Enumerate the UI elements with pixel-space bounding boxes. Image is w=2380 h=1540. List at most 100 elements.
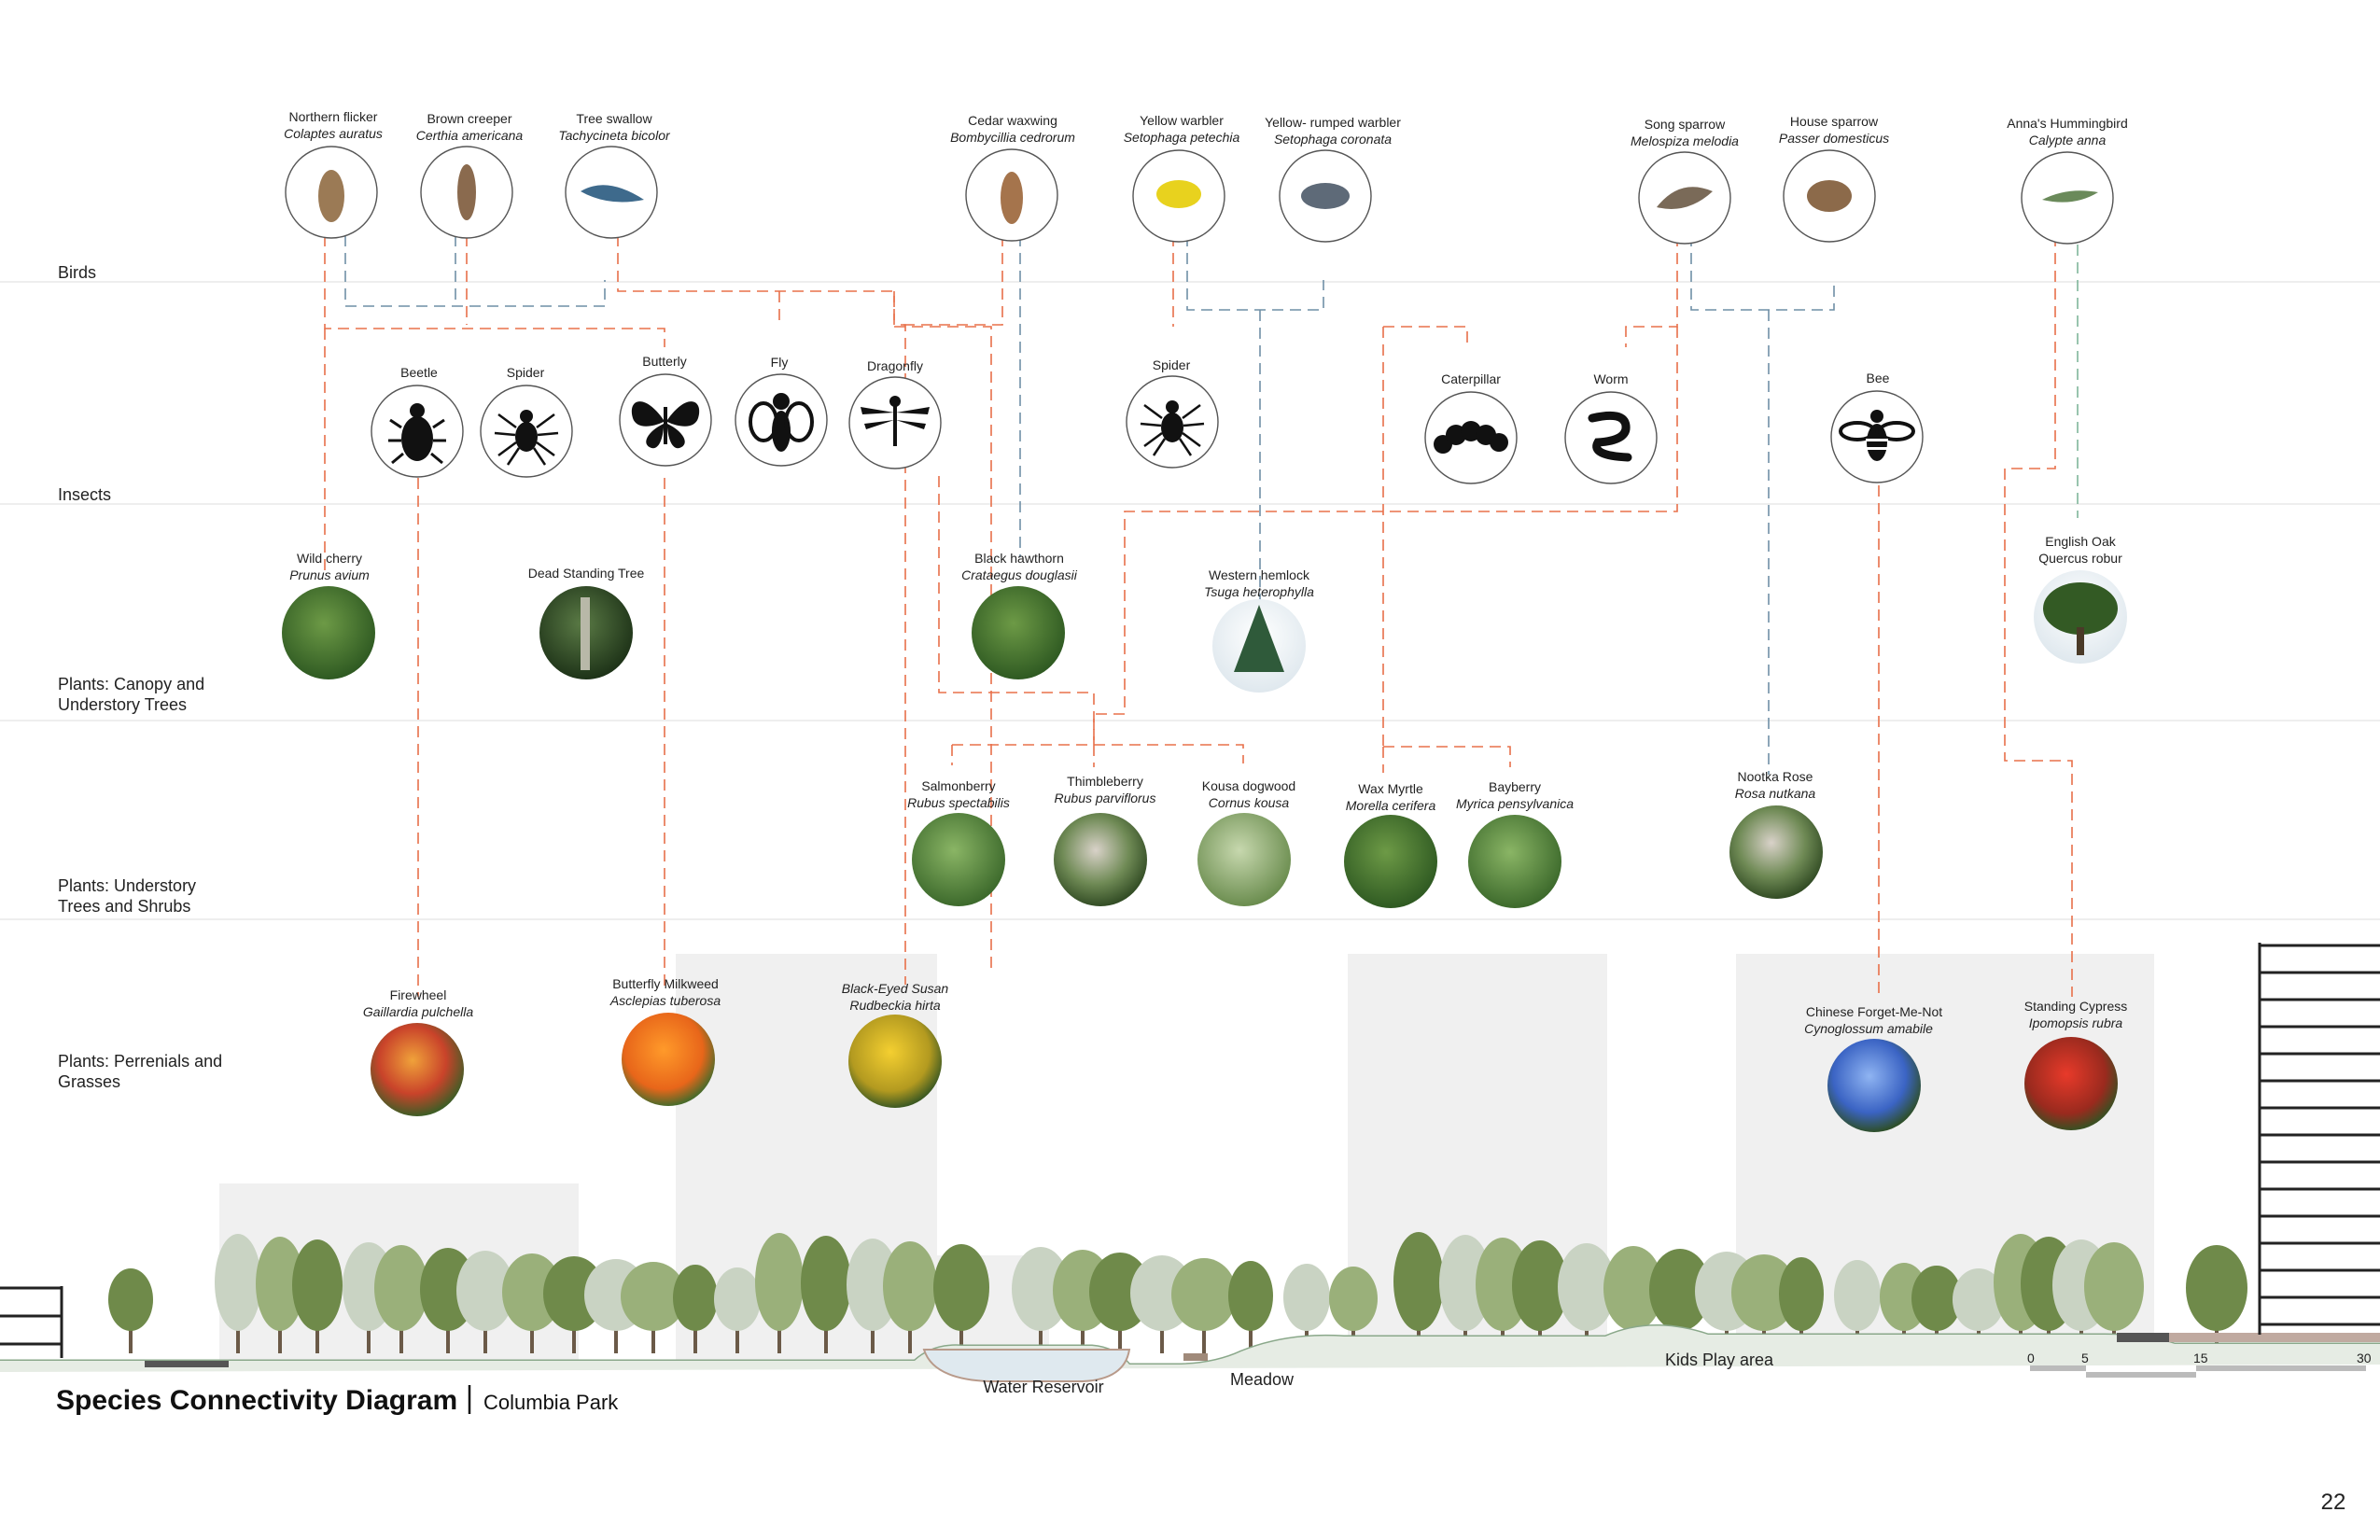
band-label-birds: Birds <box>58 263 96 282</box>
dragonfly-icon <box>861 396 930 446</box>
section-tree-crown <box>374 1245 428 1331</box>
section-label-water-reservoir: Water Reservoir <box>983 1378 1103 1396</box>
plant-kousa-dogwood: Kousa dogwood Cornus kousa <box>1197 778 1295 906</box>
band-label-shrubs: Plants: Understory Trees and Shrubs <box>58 876 197 916</box>
plant-photo <box>622 1013 715 1106</box>
insect-spider-2: Spider <box>1126 357 1219 469</box>
right-building-edge <box>2258 943 2380 1335</box>
insects-row: Beetle Spider But <box>371 354 1924 484</box>
section-tree-trunk <box>1202 1325 1206 1353</box>
bird-scientific-name: Setophaga petechia <box>1124 130 1240 145</box>
plant-thimbleberry: Thimbleberry Rubus parviflorus <box>1054 774 1155 906</box>
insect-beetle: Beetle <box>371 365 464 478</box>
scale-tick-label: 5 <box>2081 1351 2089 1365</box>
plant-name: Dead Standing Tree <box>528 566 645 581</box>
insect-name: Caterpillar <box>1441 371 1501 386</box>
plant-photo <box>848 1015 942 1108</box>
section-tree-trunk <box>1081 1325 1085 1353</box>
plant-scientific-name: Tsuga heterophylla <box>1204 584 1314 599</box>
bird-scientific-name: Passer domesticus <box>1779 131 1889 146</box>
butterfly-icon <box>631 401 700 449</box>
plant-name: Butterfly Milkweed <box>612 976 719 991</box>
plant-wax-myrtle: Wax Myrtle Morella cerifera <box>1344 781 1437 908</box>
bird-tree-swallow: Tree swallow Tachycineta bicolor <box>558 111 671 239</box>
worm-icon <box>1588 411 1632 462</box>
plant-name: Black hawthorn <box>974 551 1064 566</box>
scale-tick-label: 0 <box>2027 1351 2035 1365</box>
plant-name: Wax Myrtle <box>1358 781 1423 796</box>
bird-song-sparrow: Song sparrow Melospiza melodia <box>1631 117 1739 245</box>
pavement-strip <box>145 1361 229 1367</box>
section-tree-crown <box>1603 1246 1663 1331</box>
plant-photo <box>1054 813 1147 906</box>
section-tree-crown <box>1558 1243 1616 1331</box>
plant-scientific-name: Quercus robur <box>2038 551 2122 566</box>
shrubs-row: Salmonberry Rubus spectabilis Thimbleber… <box>907 769 1823 908</box>
section-tree-trunk <box>614 1325 618 1353</box>
plant-scientific-name: Rubus spectabilis <box>907 795 1010 810</box>
plant-chinese-forget-me-not: Chinese Forget-Me-Not Cynoglossum amabil… <box>1804 1004 1942 1132</box>
pavement-strip <box>2169 1333 2380 1342</box>
dead-trunk-icon <box>581 597 590 670</box>
section-tree-trunk <box>693 1325 697 1353</box>
section-tree-crown <box>883 1241 937 1331</box>
bird-scientific-name: Colaptes auratus <box>284 126 383 141</box>
section-tree-crown <box>108 1268 153 1331</box>
bird-brown-creeper: Brown creeper Certhia americana <box>416 111 523 239</box>
plant-butterfly-milkweed: Butterfly Milkweed Asclepias tuberosa <box>609 976 721 1106</box>
bird-silhouette-icon <box>581 185 644 203</box>
plant-photo <box>1827 1039 1921 1132</box>
section-label-kids-play-area: Kids Play area <box>1665 1351 1774 1369</box>
bird-scientific-name: Setophaga coronata <box>1274 132 1392 147</box>
bee-icon <box>1839 410 1915 461</box>
section-tree-crown <box>1911 1266 1962 1331</box>
bird-scientific-name: Melospiza melodia <box>1631 133 1739 148</box>
plant-name: Salmonberry <box>921 778 995 793</box>
insect-name: Spider <box>507 365 545 380</box>
section-tree-crown <box>2186 1245 2247 1331</box>
plant-wild-cherry: Wild cherry Prunus avium <box>282 551 375 679</box>
insect-worm: Worm <box>1564 371 1658 484</box>
bird-house-sparrow: House sparrow Passer domesticus <box>1779 114 1889 243</box>
conifer-icon <box>1234 605 1284 672</box>
plant-name: Chinese Forget-Me-Not <box>1806 1004 1942 1019</box>
section-tree-trunk <box>129 1325 133 1353</box>
section-tree-trunk <box>777 1325 781 1353</box>
section-tree-crown <box>2084 1242 2144 1331</box>
bird-scientific-name: Bombycillia cedrorum <box>950 130 1075 145</box>
plant-name: Wild cherry <box>297 551 362 566</box>
bird-scientific-name: Calypte anna <box>2029 133 2107 147</box>
title-block: Species Connectivity Diagram Columbia Pa… <box>56 1385 619 1416</box>
scale-tick-label: 30 <box>2357 1351 2372 1365</box>
section-tree-crown <box>847 1239 899 1331</box>
plant-scientific-name: Myrica pensylvanica <box>1456 796 1574 811</box>
bird-name: Yellow warbler <box>1140 113 1224 128</box>
fly-icon <box>749 393 814 452</box>
section-tree-crown <box>933 1244 989 1331</box>
section-tree-trunk <box>399 1325 403 1353</box>
section-tree-crown <box>1512 1240 1568 1331</box>
section-tree-trunk <box>651 1325 655 1353</box>
band-label-insects: Insects <box>58 485 111 504</box>
oak-trunk-icon <box>2077 627 2084 655</box>
plant-photo <box>1729 805 1823 899</box>
spider-icon <box>1140 400 1205 456</box>
plant-salmonberry: Salmonberry Rubus spectabilis <box>907 778 1010 906</box>
bird-yellow-warbler: Yellow warbler Setophaga petechia <box>1124 113 1240 243</box>
page-subtitle: Columbia Park <box>483 1391 619 1414</box>
section-tree-trunk <box>236 1325 240 1353</box>
section-tree-crown <box>1228 1261 1273 1331</box>
section-tree-crown <box>1012 1247 1070 1331</box>
plant-name: Black-Eyed Susan <box>842 981 949 996</box>
insect-spider: Spider <box>480 365 573 478</box>
caterpillar-icon <box>1434 421 1508 454</box>
bird-name: Yellow- rumped warbler <box>1265 115 1401 130</box>
section-tree-crown <box>621 1262 686 1331</box>
section-tree-trunk <box>367 1325 371 1353</box>
plant-standing-cypress: Standing Cypress Ipomopsis rubra <box>2024 999 2127 1130</box>
plant-english-oak: English Oak Quercus robur <box>2034 534 2127 664</box>
plant-photo <box>1197 813 1291 906</box>
plant-bayberry: Bayberry Myrica pensylvanica <box>1456 779 1574 908</box>
section-tree-crown <box>215 1234 261 1331</box>
